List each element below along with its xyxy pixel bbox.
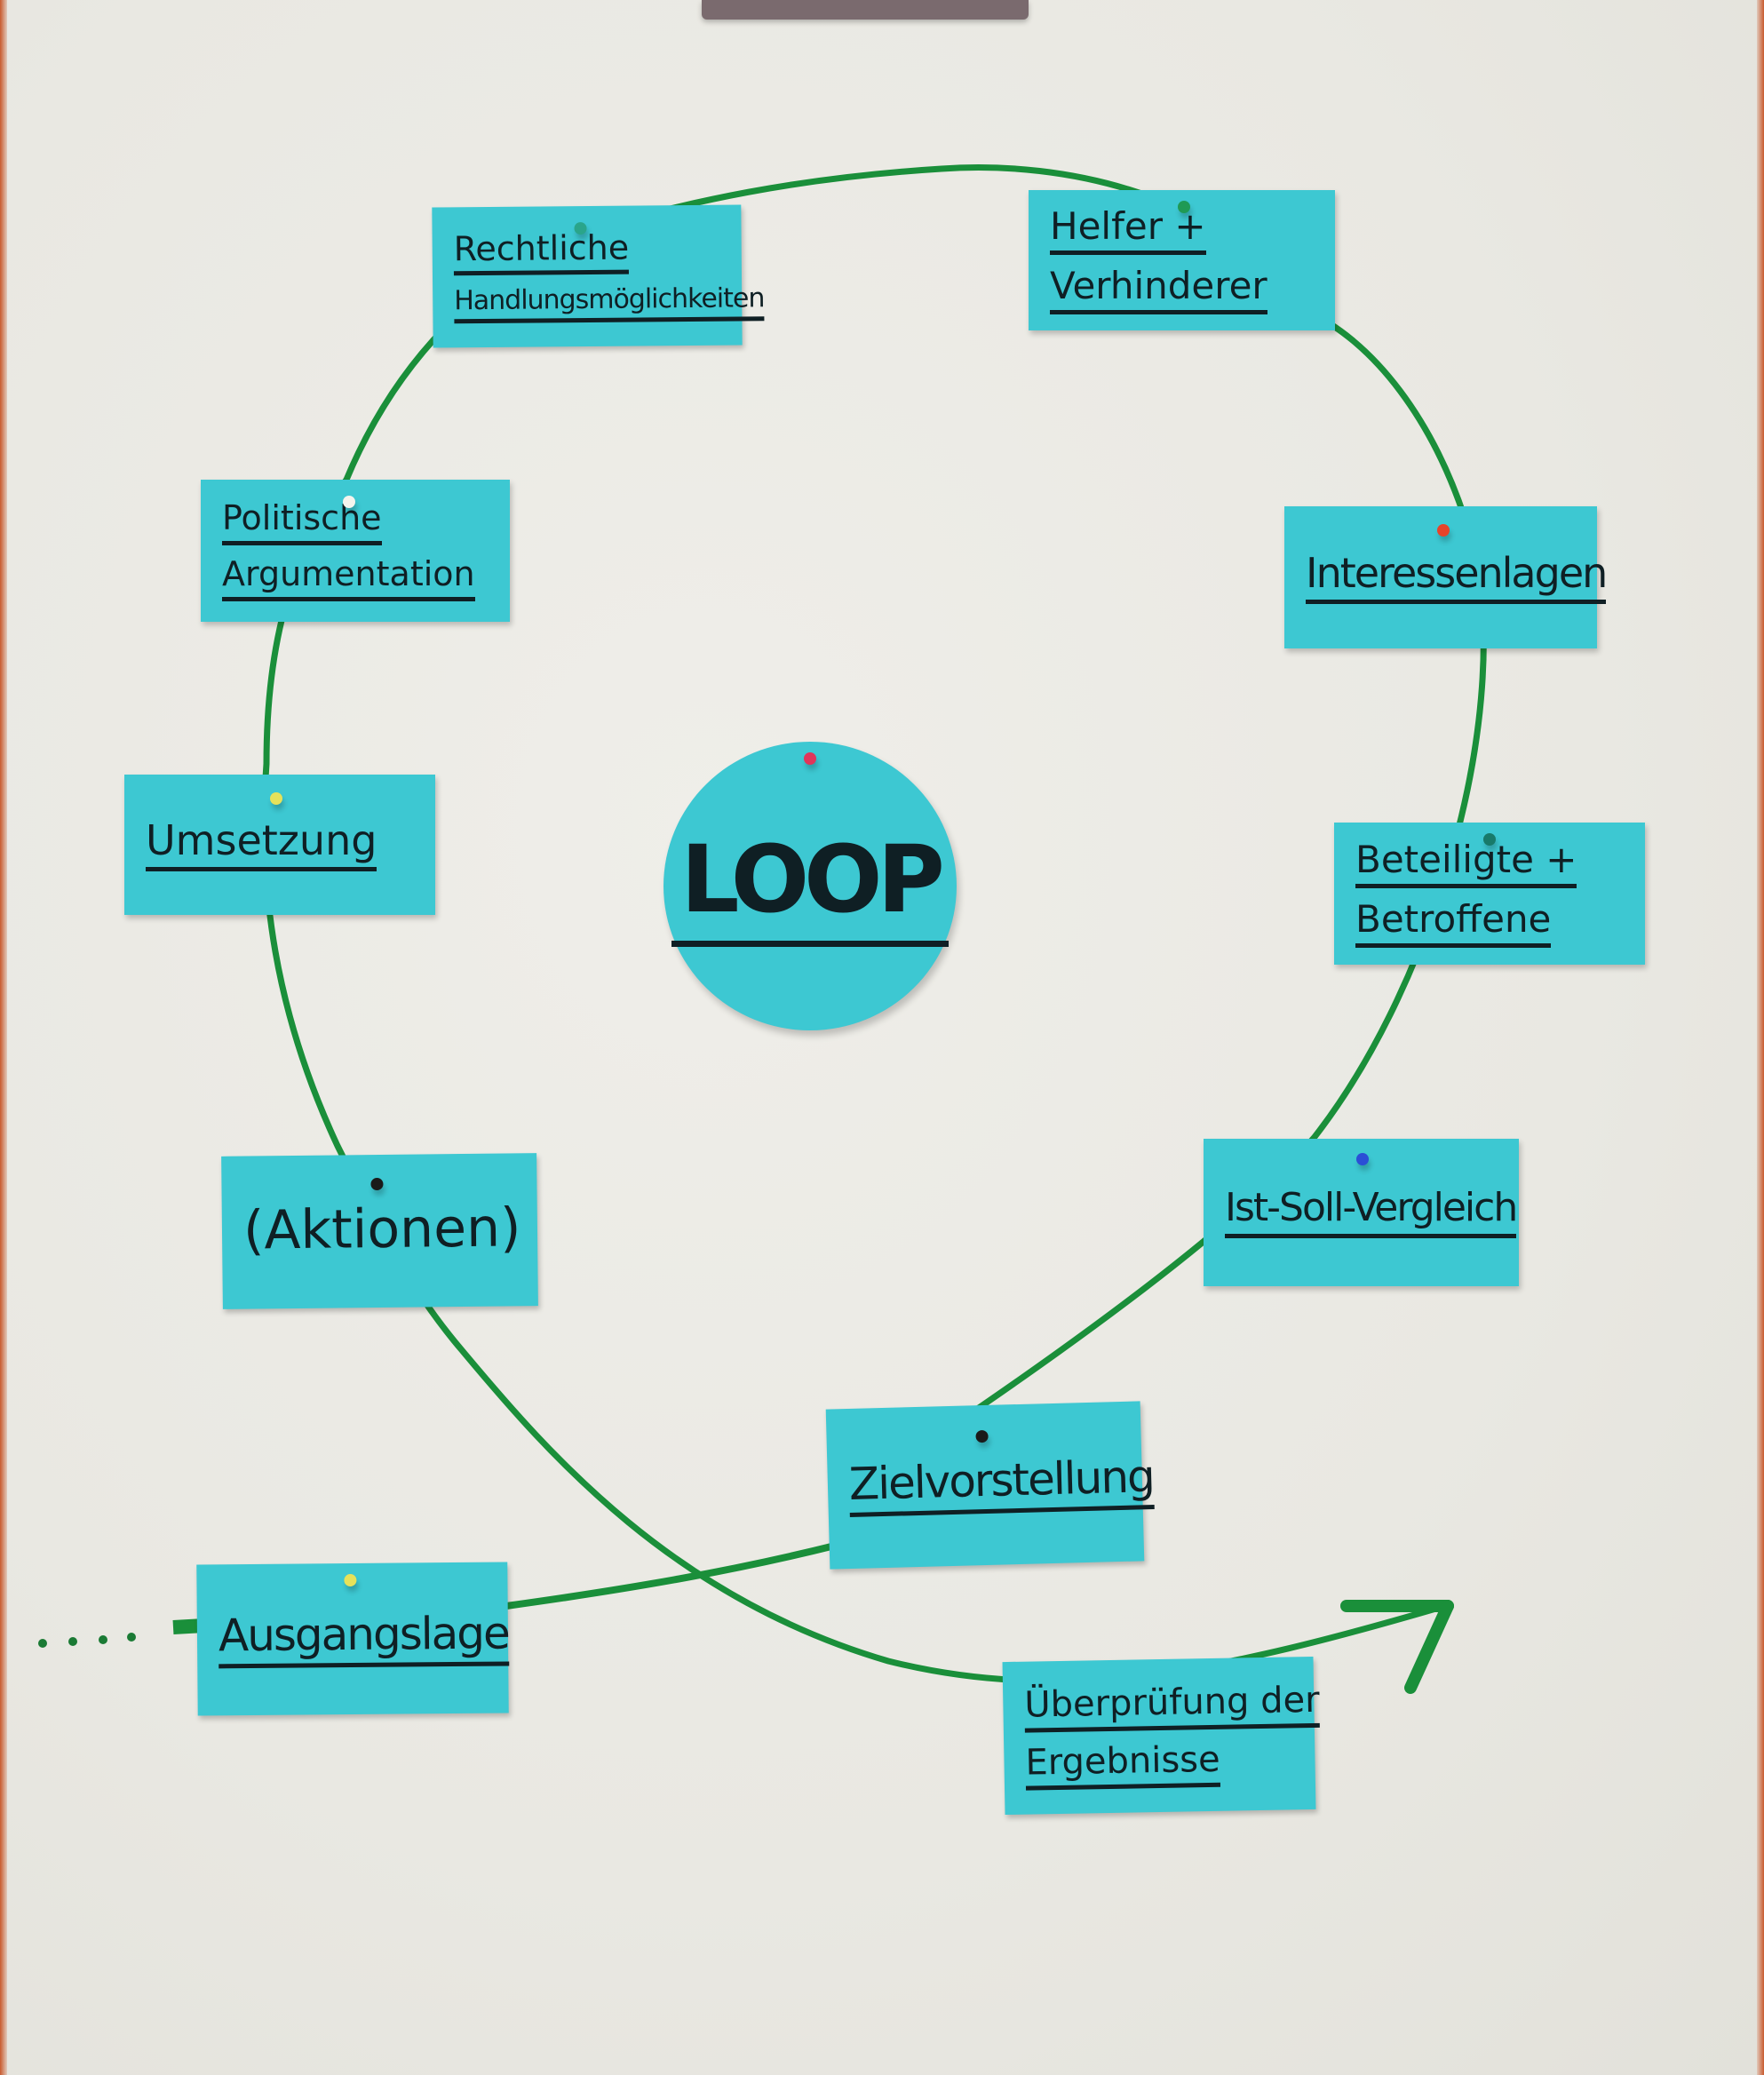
card-interessenlagen[interactable]: Interessenlagen [1284, 506, 1608, 648]
card-line: Rechtliche [454, 227, 630, 276]
pin-icon [574, 222, 587, 235]
card-line: Umsetzung [146, 818, 377, 871]
pin-icon [804, 752, 816, 765]
pin-icon [370, 1177, 384, 1191]
card-line: Interessenlagen [1306, 551, 1608, 604]
card-line: Ergebnisse [1025, 1739, 1221, 1791]
card-line: Betroffene [1355, 898, 1552, 949]
pin-icon [343, 496, 355, 508]
card-line: Argumentation [222, 555, 475, 601]
card-politische-argumentation[interactable]: Politische Argumentation [201, 480, 510, 622]
card-line: Beteiligte + [1355, 839, 1577, 888]
pin-icon [1483, 833, 1496, 846]
card-beteiligte-betroffene[interactable]: Beteiligte + Betroffene [1334, 823, 1645, 965]
pin-icon [1437, 524, 1450, 537]
card-line: Politische [222, 499, 382, 545]
card-line: Zielvorstellung [848, 1451, 1155, 1517]
arrow-head-icon [1340, 1600, 1454, 1694]
card-line: (Aktionen) [242, 1197, 521, 1262]
pin-icon [975, 1429, 989, 1443]
card-line: Überprüfung der [1024, 1680, 1321, 1733]
card-ausgangslage[interactable]: Ausgangslage [196, 1562, 510, 1716]
card-umsetzung[interactable]: Umsetzung [124, 775, 435, 915]
card-line: Ausgangslage [219, 1607, 510, 1669]
dotted-lead-in [38, 1633, 136, 1648]
card-helfer-verhinderer[interactable]: Helfer + Verhinderer [1029, 190, 1335, 330]
loop-title: LOOP [671, 825, 949, 947]
card-line: Verhinderer [1050, 265, 1267, 315]
pin-icon [344, 1573, 357, 1587]
card-aktionen[interactable]: (Aktionen) [221, 1153, 538, 1309]
card-zielvorstellung[interactable]: Zielvorstellung [825, 1401, 1155, 1570]
pin-icon [1178, 201, 1190, 213]
card-rechtliche-handlungsmoeglichkeiten[interactable]: Rechtliche Handlungsmöglichkeiten [432, 204, 765, 348]
card-line: Ist-Soll-Vergleich [1225, 1186, 1518, 1238]
pin-icon [1356, 1153, 1369, 1165]
start-path [503, 1542, 838, 1610]
card-line: Helfer + [1050, 205, 1206, 255]
top-clamp [702, 0, 1029, 20]
loop-center-disc[interactable]: LOOP [663, 742, 957, 1030]
card-ueberpruefung-der-ergebnisse[interactable]: Überprüfung der Ergebnisse [1002, 1656, 1321, 1816]
card-line: Handlungsmöglichkeiten [454, 283, 765, 324]
pin-icon [270, 792, 282, 805]
card-ist-soll-vergleich[interactable]: Ist-Soll-Vergleich [1204, 1139, 1519, 1286]
